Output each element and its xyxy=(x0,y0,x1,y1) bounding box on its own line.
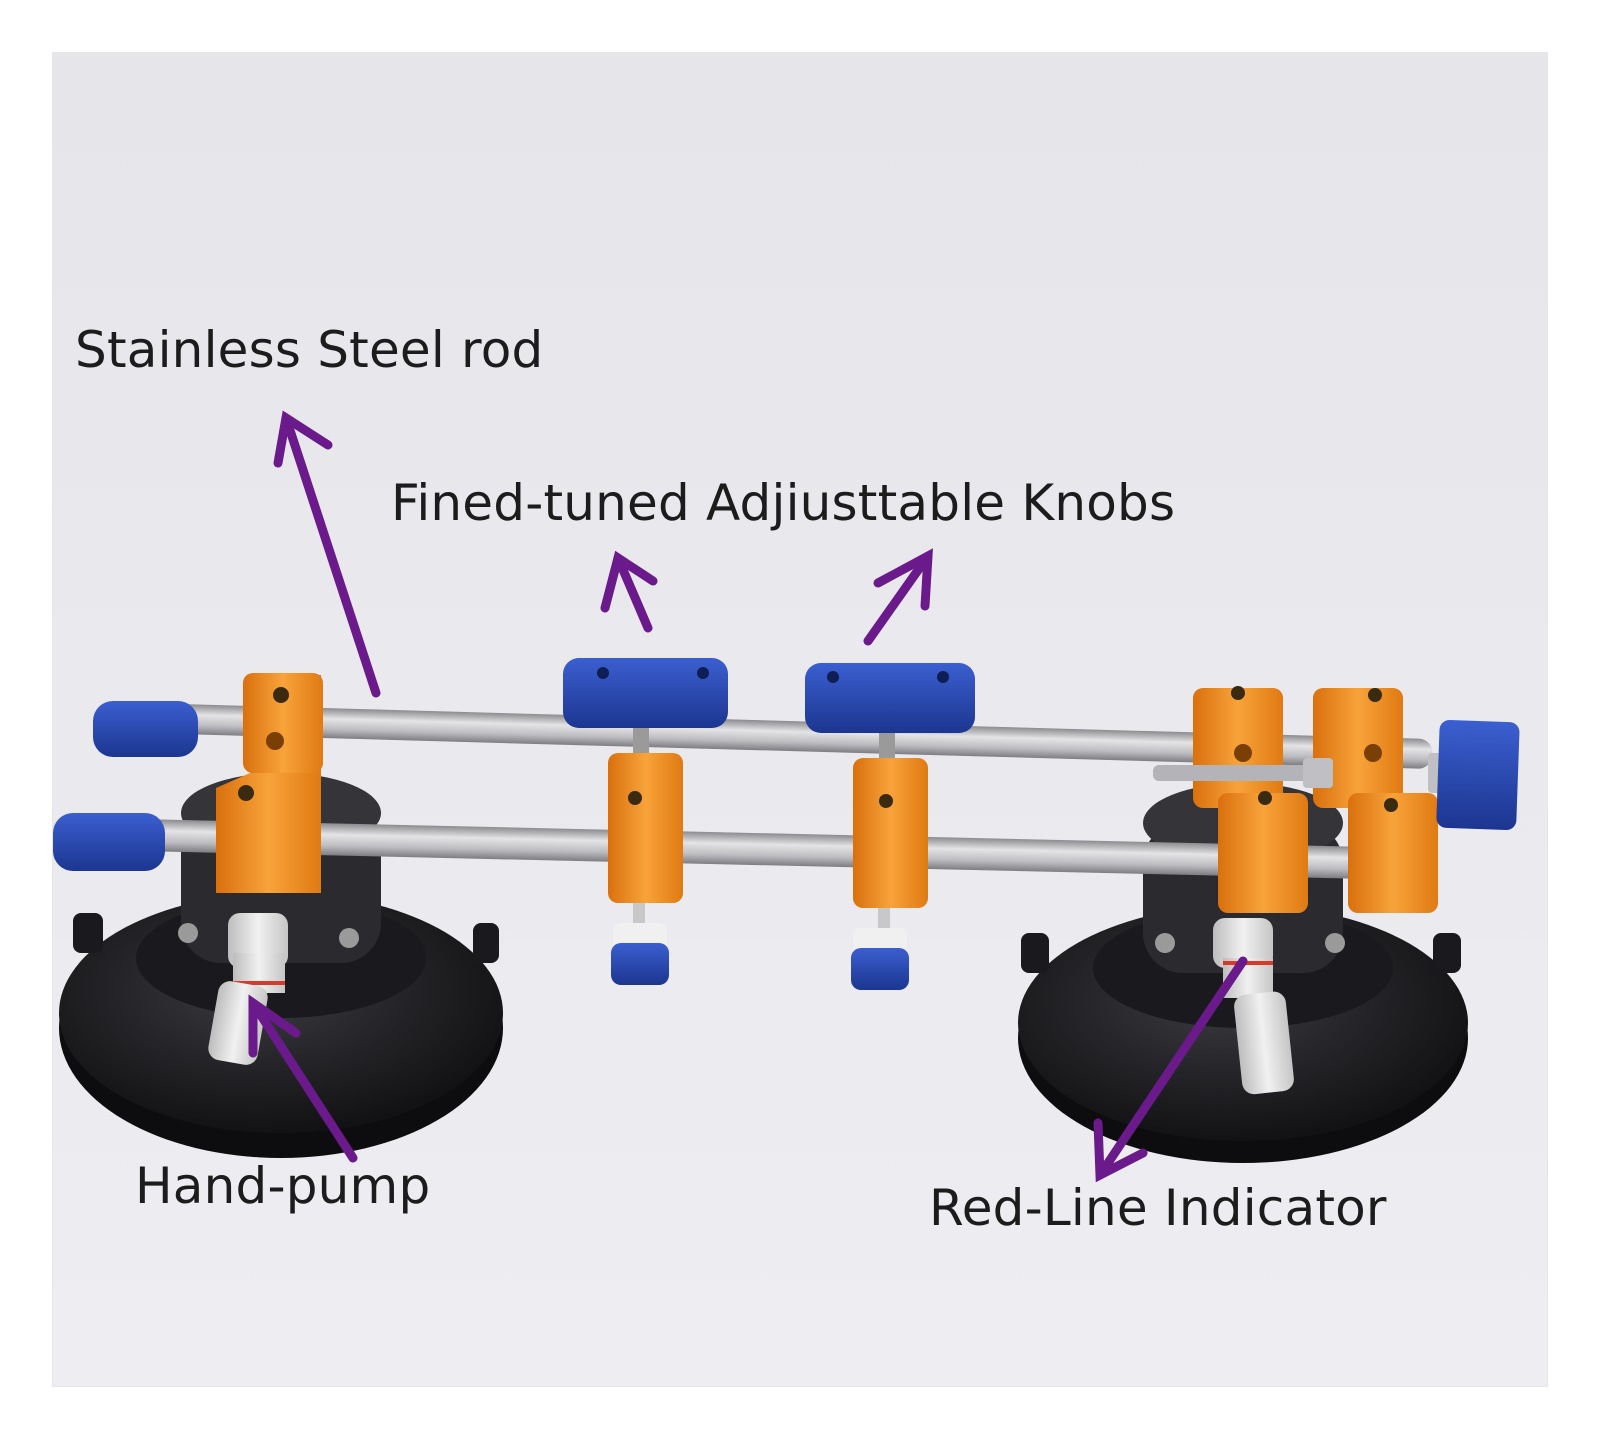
label-stainless-steel-rod: Stainless Steel rod xyxy=(75,321,544,379)
annotation-arrows xyxy=(248,410,1248,1183)
right-adjustable-knob xyxy=(805,663,975,990)
left-adjustable-knob xyxy=(563,658,728,985)
arrow-steel-rod xyxy=(273,410,381,698)
suction-cup-seam-setter-illustration xyxy=(53,53,1547,1386)
label-adjustable-knobs: Fined-tuned Adjiusttable Knobs xyxy=(391,474,1176,532)
front-rod xyxy=(53,813,1433,881)
arrow-hand-pump xyxy=(248,994,358,1163)
rear-rod-end-cap xyxy=(93,701,198,757)
product-photo: Stainless Steel rod Fined-tuned Adjiustt… xyxy=(52,52,1548,1387)
label-hand-pump: Hand-pump xyxy=(135,1157,431,1215)
rear-rod xyxy=(93,701,1433,769)
left-clamp-block xyxy=(216,673,323,893)
arrow-left-knob xyxy=(600,550,658,633)
arrow-right-knob xyxy=(863,548,933,646)
front-rod-end-cap xyxy=(53,813,165,871)
label-red-line-indicator: Red-Line Indicator xyxy=(929,1179,1387,1237)
right-hand-pump xyxy=(1213,918,1294,1095)
right-clamp-blocks xyxy=(1153,686,1520,913)
arrow-red-line-indicator xyxy=(1093,956,1248,1183)
